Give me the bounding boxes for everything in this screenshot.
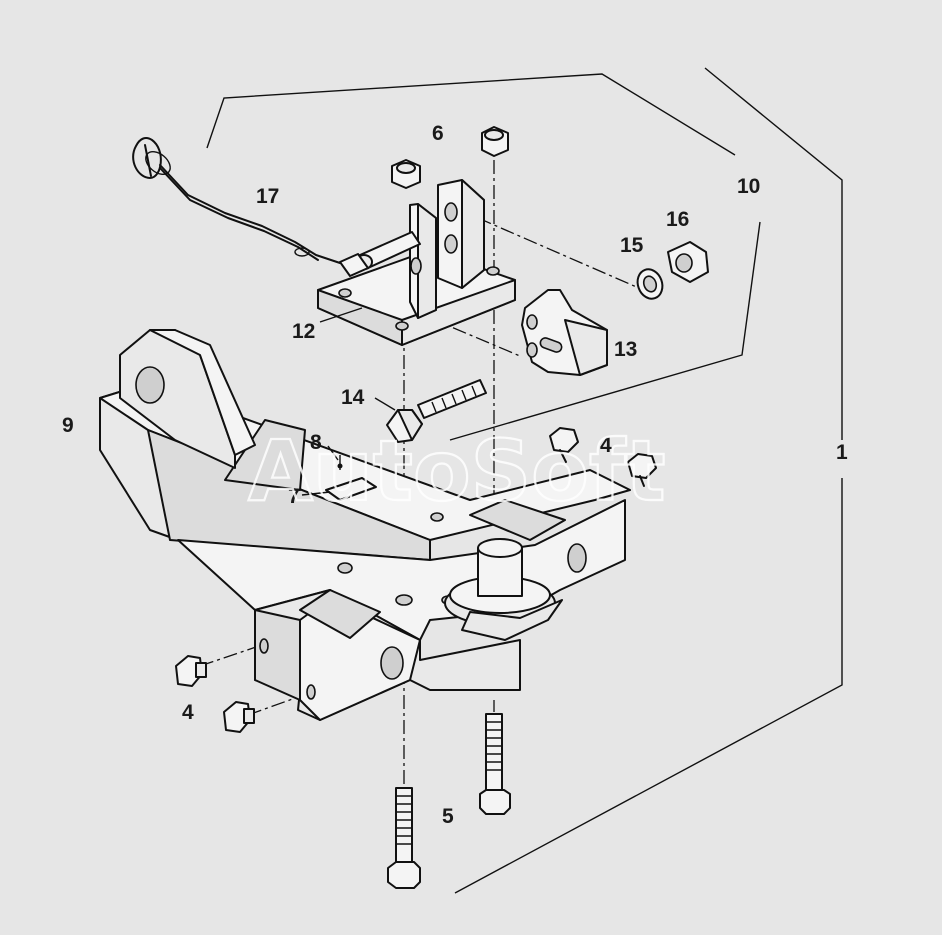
callout-6: 6	[432, 122, 444, 145]
fitting-4-left-lower	[223, 701, 255, 733]
hitch-pin	[444, 538, 563, 641]
bolt-5-left	[387, 787, 421, 889]
callout-10: 10	[737, 175, 760, 198]
leader-10	[449, 221, 761, 441]
washer-15	[636, 268, 664, 300]
fitting-4-left-upper	[175, 655, 207, 687]
fitting-4-upper	[549, 427, 579, 463]
autosoft-watermark: AutoSoft	[248, 422, 666, 520]
callout-labels: 1 4 4 5 6 7 8 9 10 12 13 14 15 16 17	[62, 122, 848, 828]
callout-15: 15	[620, 234, 644, 257]
callout-9: 9	[62, 414, 74, 437]
callout-5: 5	[442, 805, 454, 828]
nut-6-right	[481, 126, 509, 157]
bolt-14	[386, 379, 487, 443]
nut-16	[667, 241, 709, 283]
callout-14: 14	[341, 386, 365, 409]
callout-13: 13	[614, 338, 637, 361]
bracket-12	[317, 179, 516, 346]
hitch-frame-9	[99, 383, 631, 721]
callout-17: 17	[256, 185, 279, 208]
callout-4-right: 4	[600, 434, 612, 457]
lynch-pin-chain-17	[132, 137, 421, 277]
callout-leaders	[301, 307, 396, 496]
bolt-5-right	[479, 713, 511, 815]
callout-7: 7	[288, 485, 300, 508]
callout-16: 16	[666, 208, 689, 231]
frame-lift-eye	[119, 329, 256, 469]
callout-12: 12	[292, 320, 315, 343]
link-13	[521, 289, 608, 376]
nameplate-7	[325, 455, 377, 501]
assembly-bracket-lines	[206, 67, 843, 894]
nut-6-left	[391, 159, 421, 189]
callout-1: 1	[836, 441, 848, 464]
fitting-4-lower	[627, 453, 657, 487]
callout-4-left: 4	[182, 701, 194, 724]
callout-8: 8	[310, 431, 322, 454]
